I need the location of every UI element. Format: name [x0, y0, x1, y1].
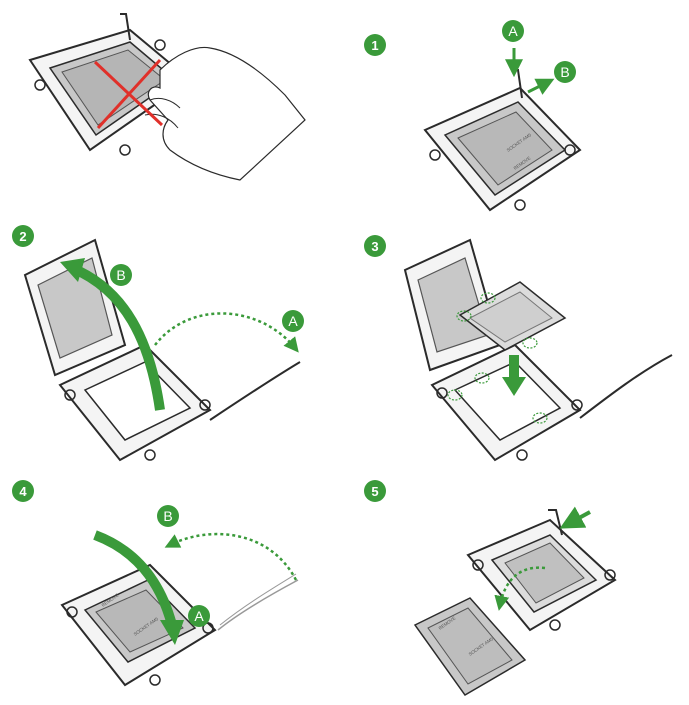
- step-number-badge: 3: [364, 235, 386, 257]
- callout-a-label: A: [194, 608, 204, 624]
- socket-illustration: [466, 509, 617, 632]
- callout-b-label: B: [163, 508, 172, 524]
- panel-step-1: 1 SOCKET AM5 REMOVE A B: [364, 20, 582, 212]
- place-cpu-arrow-icon: [502, 355, 526, 396]
- remove-cap-arrow-icon: [494, 566, 546, 611]
- callout-b-badge: B: [110, 264, 132, 286]
- lever-return-arrow-icon: [164, 532, 298, 581]
- cpu-chip: [458, 281, 567, 351]
- alignment-marks: [447, 292, 548, 424]
- socket-illustration: SOCKET AM5 REMOVE: [60, 563, 217, 687]
- panel-step-4: 4 SOCKET AM5 REMOVE A B: [12, 480, 299, 687]
- step-number-badge: 2: [12, 225, 34, 247]
- pnp-cap: SOCKET AM5 REMOVE: [413, 597, 527, 696]
- press-lever-arrow-icon: [559, 506, 591, 529]
- callout-b-label: B: [116, 267, 125, 283]
- step-number-badge: 5: [364, 480, 386, 502]
- panel-warning: [28, 13, 306, 181]
- panel-step-2: 2 A B: [12, 225, 304, 462]
- step-number: 3: [371, 239, 378, 254]
- step-number-badge: 1: [364, 34, 386, 56]
- lever-swing-arrow-icon: [154, 312, 299, 353]
- pull-out-arrow-icon: [527, 78, 555, 95]
- callout-a-badge: A: [188, 605, 210, 627]
- callout-a-label: A: [288, 313, 298, 329]
- do-not-touch-x-icon: [93, 58, 164, 130]
- socket-illustration: [28, 13, 192, 156]
- lever-arm: [209, 361, 301, 421]
- callout-b-label: B: [560, 64, 569, 80]
- open-load-plate: [23, 238, 127, 377]
- socket-base: [58, 343, 212, 462]
- callout-b-badge: B: [157, 505, 179, 527]
- step-number-badge: 4: [12, 480, 34, 502]
- callout-a-label: A: [508, 23, 518, 39]
- socket-illustration: SOCKET AM5 REMOVE: [423, 69, 582, 212]
- step-number: 4: [19, 484, 27, 499]
- callout-a-badge: A: [282, 310, 304, 332]
- step-number: 1: [371, 38, 378, 53]
- socket-base: [430, 343, 673, 462]
- step-number: 5: [371, 484, 378, 499]
- callout-b-badge: B: [554, 61, 576, 83]
- open-load-plate: [403, 238, 502, 372]
- hand-icon: [144, 46, 306, 181]
- step-number: 2: [19, 229, 26, 244]
- panel-step-3: 3: [364, 235, 673, 462]
- lift-plate-arrow-icon: [60, 258, 165, 411]
- close-plate-arrow-icon: [93, 530, 184, 645]
- lever-arm: [217, 573, 299, 631]
- callout-a-badge: A: [502, 20, 524, 42]
- panel-step-5: 5 SOCKET AM5 REMOVE: [364, 480, 617, 696]
